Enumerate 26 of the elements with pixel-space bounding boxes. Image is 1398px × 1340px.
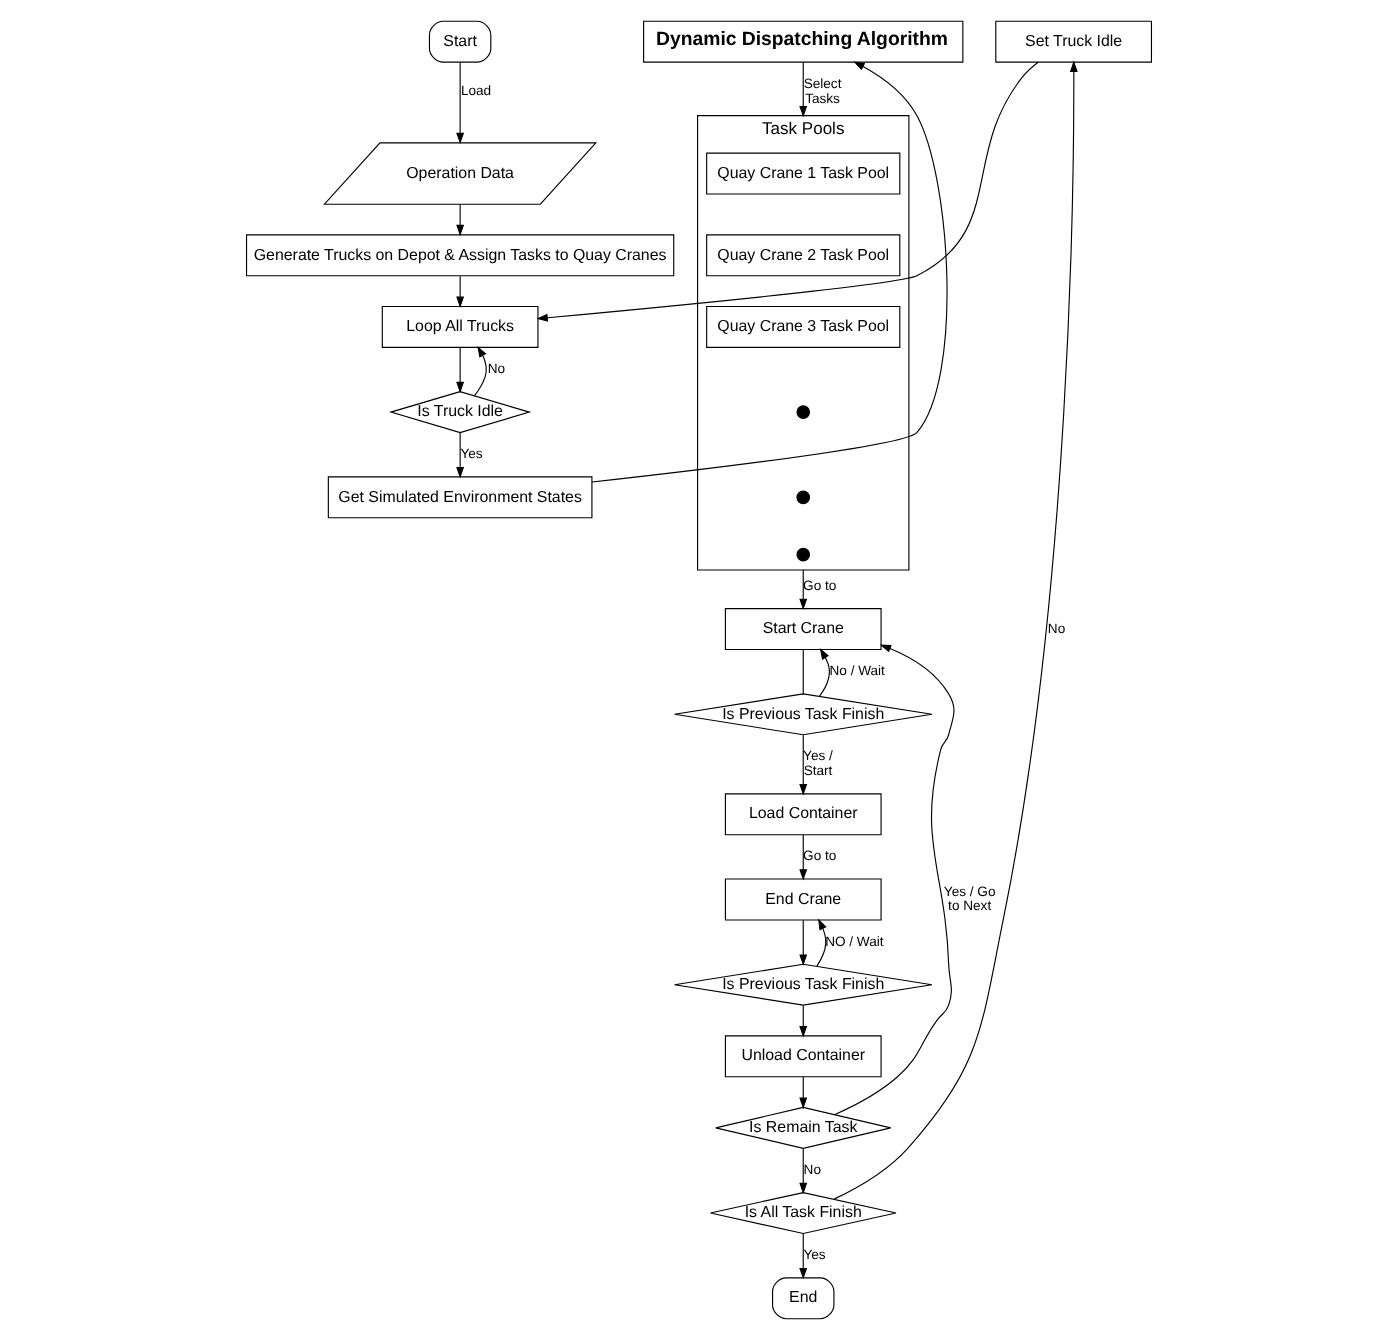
arrow	[799, 61, 808, 118]
arrow	[473, 345, 487, 397]
arrow	[833, 644, 955, 1116]
arrow	[799, 834, 808, 881]
node-circle	[796, 405, 811, 419]
arrow	[799, 1076, 808, 1109]
node-circle	[796, 490, 811, 505]
arrow	[799, 919, 808, 966]
arrow	[799, 569, 808, 611]
node-circle	[796, 547, 811, 562]
arrow	[799, 1233, 808, 1280]
connector	[802, 649, 804, 695]
arrow	[833, 60, 1078, 1200]
arrow	[799, 1004, 808, 1038]
arrow	[591, 61, 948, 483]
arrow	[456, 203, 465, 237]
arrow	[456, 275, 465, 308]
arrow	[456, 432, 465, 479]
arrow	[536, 61, 1039, 322]
arrow	[799, 1148, 808, 1195]
arrow	[799, 734, 808, 796]
arrow	[816, 918, 827, 967]
node-box: Dynamic Dispatching Algorithm	[643, 20, 964, 63]
arrow	[819, 648, 830, 697]
arrow	[456, 61, 465, 145]
arrow	[456, 347, 465, 394]
